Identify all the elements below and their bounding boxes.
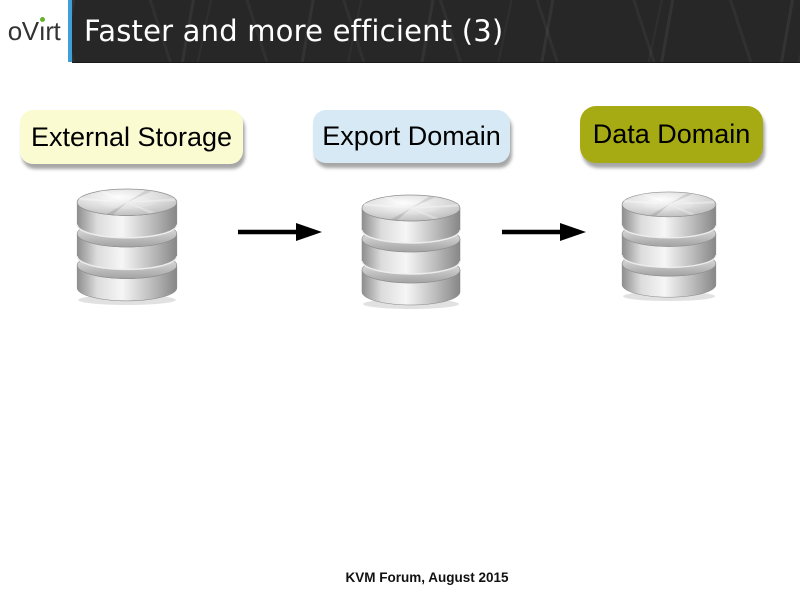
database-cylinder-icon [361,194,461,310]
slide-title: Faster and more efficient (3) [84,14,504,48]
node-label: Data Domain [592,119,751,149]
database-cylinder-icon [76,188,178,306]
arrow-right-icon [502,223,586,241]
node-data-domain: Data Domain [580,106,763,163]
node-label: Export Domain [322,121,501,151]
slide-header [72,0,800,63]
node-label: External Storage [30,121,233,152]
database-cylinder-icon [621,191,717,302]
node-export-domain: Export Domain [313,110,510,163]
footer-text: KVM Forum, August 2015 [345,570,509,585]
arrow-right-icon [238,223,322,241]
node-external-storage: External Storage [20,110,243,164]
accent-divider [68,0,72,62]
logo-green-dot-icon [39,17,45,22]
